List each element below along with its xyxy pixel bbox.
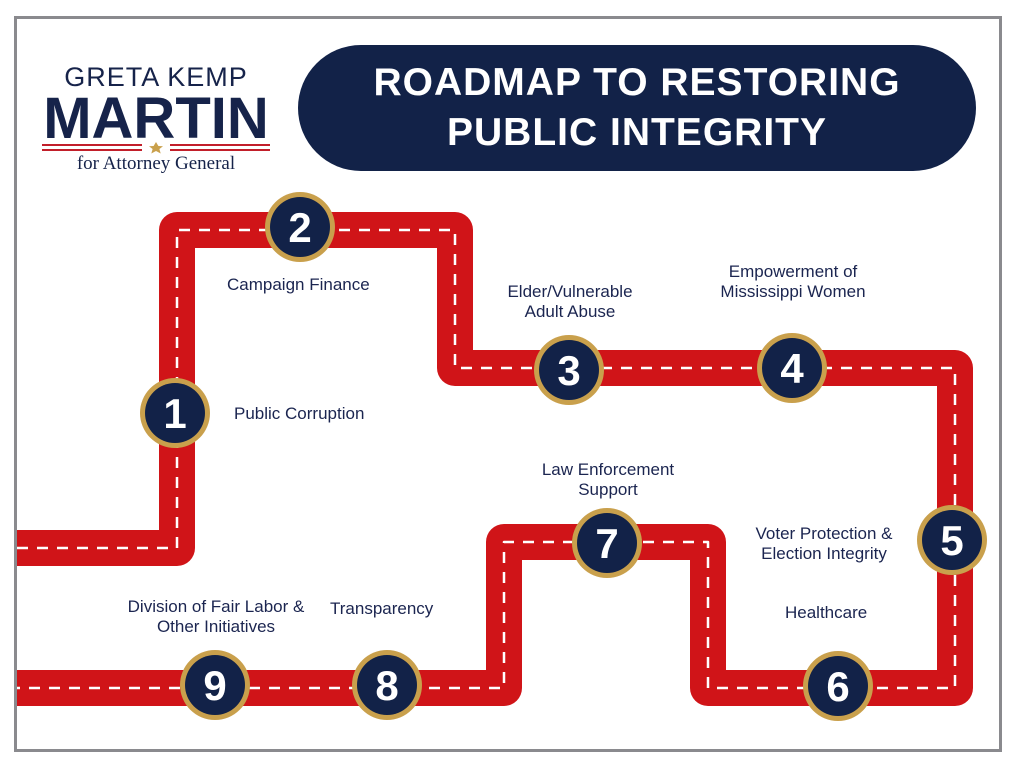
- stop-marker-6: 6: [803, 651, 873, 721]
- title-line-1: ROADMAP TO RESTORING: [373, 61, 901, 104]
- stop-marker-5: 5: [917, 505, 987, 575]
- stop-label-2: Campaign Finance: [227, 275, 370, 294]
- logo-first-name: GRETA KEMP: [64, 62, 248, 92]
- road-center-line-lower: [17, 535, 957, 690]
- stop-label-8: Transparency: [330, 599, 434, 618]
- title-banner: ROADMAP TO RESTORING PUBLIC INTEGRITY: [298, 45, 976, 171]
- logo-star-rule: [42, 142, 270, 154]
- logo-subtitle: for Attorney General: [76, 153, 236, 174]
- stop-number-3: 3: [557, 347, 580, 394]
- stop-label-7: Law Enforcement Support: [541, 460, 675, 499]
- stop-number-4: 4: [780, 345, 804, 392]
- stop-number-9: 9: [203, 662, 226, 709]
- stop-number-2: 2: [288, 204, 311, 251]
- stop-label-5: Voter Protection & Election Integrity: [755, 524, 893, 563]
- stop-label-9: Division of Fair Labor & Other Initiativ…: [127, 597, 305, 636]
- stop-marker-2: 2: [265, 192, 335, 262]
- stop-label-3: Elder/Vulnerable Adult Abuse: [507, 282, 633, 321]
- stop-marker-8: 8: [352, 650, 422, 720]
- stop-marker-9: 9: [180, 650, 250, 720]
- stop-marker-3: 3: [534, 335, 604, 405]
- stop-number-1: 1: [163, 390, 186, 437]
- stop-marker-7: 7: [572, 508, 642, 578]
- logo-last-name: MARTIN: [43, 86, 269, 151]
- stop-number-7: 7: [595, 520, 618, 567]
- stop-label-4: Empowerment of Mississippi Women: [720, 262, 866, 301]
- stop-number-5: 5: [940, 517, 963, 564]
- star-icon: [149, 142, 163, 154]
- title-line-2: PUBLIC INTEGRITY: [446, 111, 827, 154]
- stop-marker-1: 1: [140, 378, 210, 448]
- stop-number-8: 8: [375, 662, 398, 709]
- stop-label-6: Healthcare: [785, 603, 868, 622]
- stop-label-1: Public Corruption: [234, 404, 365, 423]
- road-center-line-upper: [17, 228, 957, 550]
- stop-marker-4: 4: [757, 333, 827, 403]
- stop-number-6: 6: [826, 663, 849, 710]
- campaign-logo: GRETA KEMP MARTIN for Attorney General: [38, 62, 274, 182]
